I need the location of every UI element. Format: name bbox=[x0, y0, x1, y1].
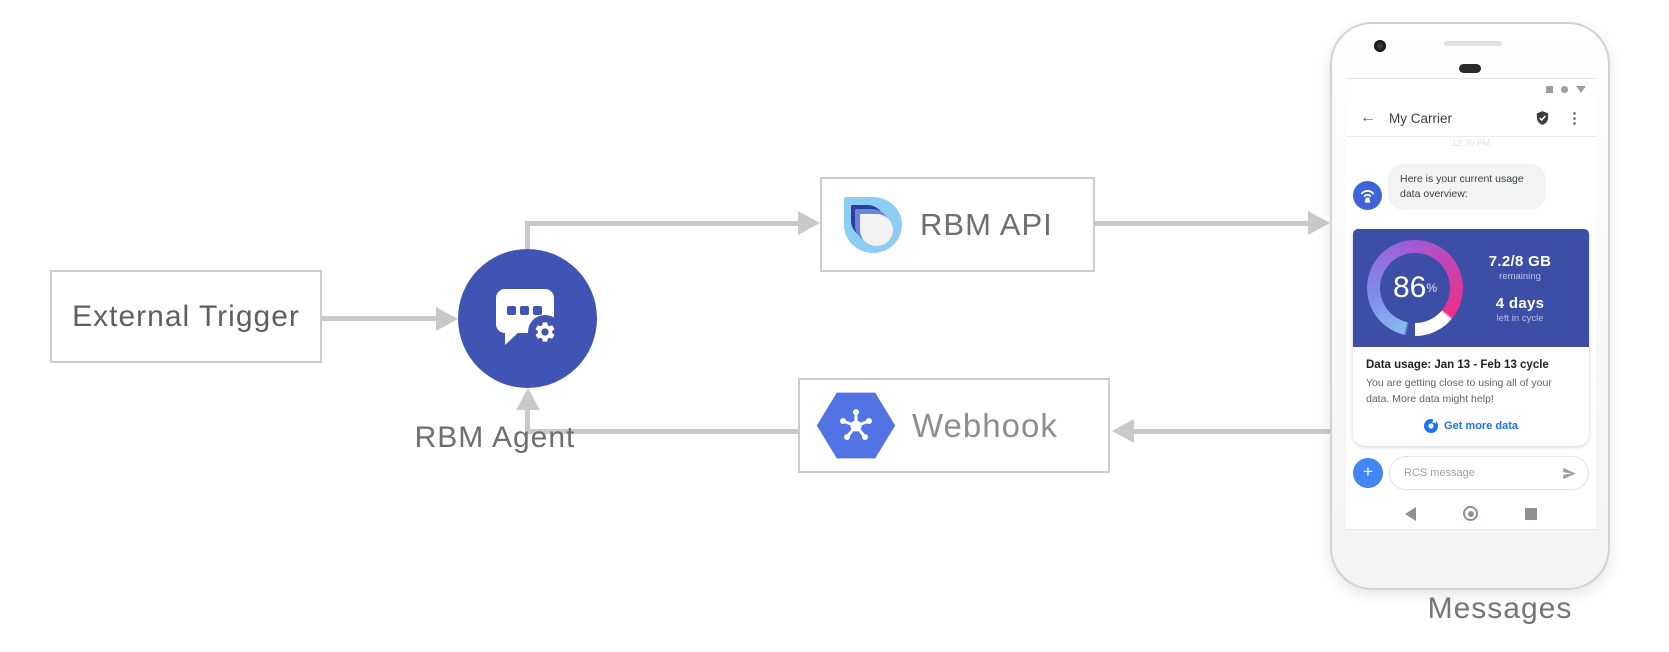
arrow-webhook-to-agent-vertical bbox=[525, 408, 530, 434]
get-more-data-label: Get more data bbox=[1444, 419, 1518, 432]
gauge-percent-value: 86 bbox=[1392, 271, 1427, 304]
earpiece-slot bbox=[1459, 64, 1481, 73]
chat-gear-icon bbox=[495, 288, 562, 349]
usage-card-hero: 86% 7.2/8 GB remaining 4 days left in cy… bbox=[1353, 229, 1589, 347]
usage-card-title: Data usage: Jan 13 - Feb 13 cycle bbox=[1366, 359, 1549, 371]
hub-spoke-icon bbox=[840, 408, 872, 440]
status-wifi-icon bbox=[1561, 86, 1568, 93]
chat-timestamp: 12:30 PM bbox=[1451, 138, 1491, 148]
rbm-api-box: RBM API bbox=[820, 177, 1095, 272]
usage-stats: 7.2/8 GB remaining 4 days left in cycle bbox=[1463, 253, 1577, 324]
arrow-agent-to-api-line bbox=[525, 221, 798, 226]
arrow-api-to-phone-line bbox=[1095, 221, 1308, 226]
conversation-header: ← My Carrier ⋮ bbox=[1346, 101, 1596, 135]
nav-recents-button[interactable] bbox=[1525, 507, 1537, 520]
data-globe-icon bbox=[1424, 418, 1439, 433]
agent-message-row: Here is your current usage data overview… bbox=[1353, 164, 1589, 211]
verified-badge-icon bbox=[1536, 111, 1549, 125]
usage-card-details: Data usage: Jan 13 - Feb 13 cycle You ar… bbox=[1353, 347, 1589, 446]
arrow-webhook-to-agent-head bbox=[516, 388, 540, 410]
chat-bubble: Here is your current usage data overview… bbox=[1388, 164, 1546, 211]
attach-plus-button[interactable]: + bbox=[1353, 458, 1383, 488]
android-nav-bar bbox=[1346, 506, 1596, 521]
rbm-agent-label: RBM Agent bbox=[414, 421, 576, 454]
usage-card-body: You are getting close to using all of yo… bbox=[1366, 377, 1552, 405]
nav-back-button[interactable] bbox=[1405, 506, 1416, 521]
back-arrow-icon[interactable]: ← bbox=[1360, 109, 1376, 126]
phone-device: ← My Carrier ⋮ 12:30 PM bbox=[1330, 22, 1610, 590]
gauge-percent-unit: % bbox=[1426, 281, 1438, 295]
arrow-phone-to-webhook-head bbox=[1112, 419, 1134, 443]
rbm-api-label: RBM API bbox=[920, 206, 1053, 242]
usage-rich-card: 86% 7.2/8 GB remaining 4 days left in cy… bbox=[1353, 229, 1589, 446]
messages-caption: Messages bbox=[1427, 592, 1573, 625]
webhook-box: Webhook bbox=[798, 378, 1110, 473]
arrow-api-to-phone-head bbox=[1308, 211, 1330, 235]
data-usage-gauge: 86% bbox=[1367, 240, 1463, 336]
rbm-api-logo-icon bbox=[844, 196, 902, 253]
send-icon[interactable] bbox=[1561, 466, 1578, 481]
arrow-trigger-to-agent-line bbox=[322, 316, 436, 321]
days-left-value: 4 days bbox=[1495, 294, 1545, 312]
data-remaining-caption: remaining bbox=[1499, 270, 1541, 282]
rcs-message-input[interactable] bbox=[1404, 467, 1561, 479]
speaker-grill bbox=[1444, 41, 1502, 46]
arrow-agent-to-api-head bbox=[798, 211, 820, 235]
external-trigger-label: External Trigger bbox=[72, 299, 300, 333]
status-signal-icon bbox=[1546, 86, 1553, 93]
webhook-hexagon-icon bbox=[816, 392, 896, 459]
arrow-phone-to-webhook-line bbox=[1134, 429, 1332, 434]
arrow-trigger-to-agent-head bbox=[436, 307, 458, 331]
overflow-menu-icon[interactable]: ⋮ bbox=[1567, 110, 1582, 127]
get-more-data-link[interactable]: Get more data bbox=[1366, 418, 1576, 433]
phone-screen: ← My Carrier ⋮ 12:30 PM bbox=[1346, 78, 1596, 530]
message-input-pill bbox=[1389, 456, 1589, 490]
rbm-agent-node bbox=[458, 249, 597, 388]
status-battery-icon bbox=[1576, 86, 1586, 93]
arrow-webhook-to-agent-line bbox=[525, 429, 798, 434]
data-remaining-value: 7.2/8 GB bbox=[1488, 252, 1552, 270]
days-left-caption: left in cycle bbox=[1496, 312, 1544, 324]
arrow-agent-to-api-vertical bbox=[525, 221, 530, 254]
antenna-icon bbox=[1360, 190, 1375, 204]
compose-bar: + bbox=[1353, 456, 1589, 490]
status-bar bbox=[1546, 86, 1586, 93]
header-divider bbox=[1346, 136, 1596, 137]
nav-home-button[interactable] bbox=[1463, 506, 1478, 521]
external-trigger-box: External Trigger bbox=[50, 270, 322, 363]
front-camera-icon bbox=[1374, 40, 1386, 52]
conversation-title: My Carrier bbox=[1389, 110, 1452, 126]
webhook-label: Webhook bbox=[912, 406, 1058, 444]
agent-avatar bbox=[1353, 181, 1382, 211]
